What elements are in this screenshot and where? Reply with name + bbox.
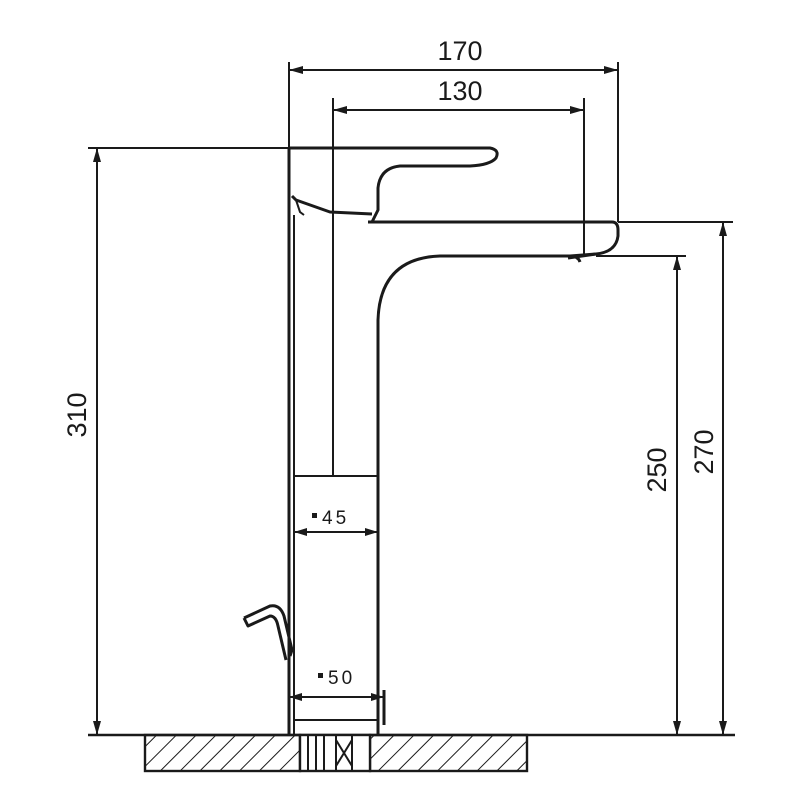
dim-50-label: 50 [328, 668, 355, 689]
dim-50: 50 [289, 668, 384, 701]
lever-handle [289, 146, 499, 223]
dim-250-label: 250 [642, 447, 672, 492]
dim-45: 45 [294, 508, 378, 536]
dim-170: 170 [288, 36, 619, 222]
faucet-body [287, 148, 620, 735]
dim-270: 270 [618, 221, 733, 735]
dim-310-label: 310 [62, 392, 92, 437]
countertop-section [88, 733, 735, 773]
dim-45-label: 45 [322, 508, 349, 529]
dim-130-label: 130 [437, 76, 482, 106]
dim-310: 310 [62, 147, 289, 735]
dim-250: 250 [596, 255, 686, 735]
drain-rod [242, 604, 294, 661]
dim-130: 130 [332, 76, 585, 476]
dim-170-label: 170 [437, 36, 482, 66]
dim-270-label: 270 [689, 429, 719, 474]
